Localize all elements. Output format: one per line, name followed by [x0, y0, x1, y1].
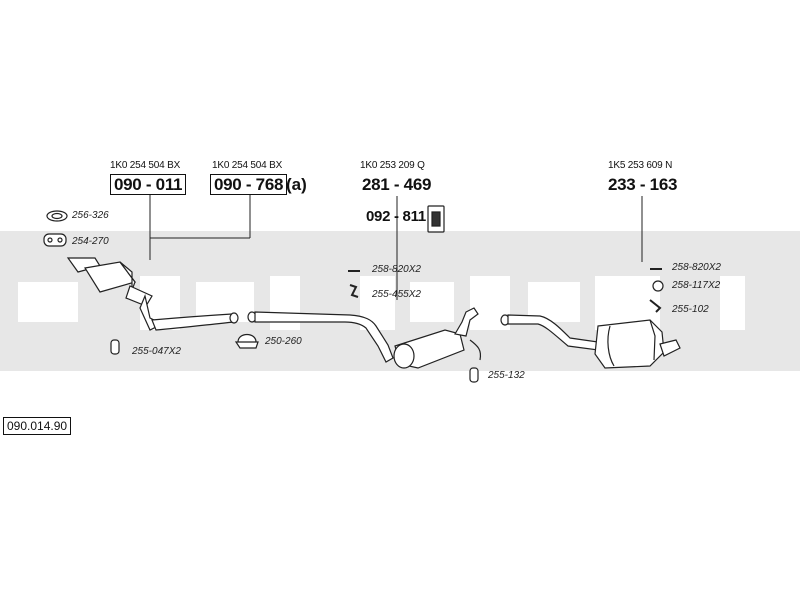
rear-silencer — [594, 319, 681, 369]
rubber-mount-icon — [469, 367, 479, 383]
part-number-rear-silencer[interactable]: 233 - 163 — [608, 175, 678, 194]
oe-number-catalytic-a: 1K0 254 504 BX — [110, 160, 181, 171]
catalytic-converter — [66, 257, 239, 331]
accessory-icons — [43, 205, 664, 383]
accessory-label[interactable]: 254-270 — [72, 236, 109, 247]
accessory-label[interactable]: 256-326 — [72, 210, 109, 221]
pipe-clamp-icon — [234, 333, 259, 349]
clamp-icon — [43, 233, 67, 247]
accessory-label[interactable]: 255-132 — [488, 370, 525, 381]
accessory-label[interactable]: 255-102 — [672, 304, 709, 315]
part-number-middle-silencer[interactable]: 281 - 469 — [362, 175, 432, 194]
ring-icon — [652, 280, 664, 292]
accessory-label[interactable]: 255-047X2 — [132, 346, 181, 357]
part-suffix: (a) — [286, 175, 307, 194]
hanger-icon — [110, 339, 120, 355]
middle-pipe — [247, 311, 394, 363]
part-number-mounting-kit[interactable]: 092 - 811 — [366, 208, 426, 225]
leader-lines — [149, 195, 643, 300]
oe-number-rear-silencer: 1K5 253 609 N — [608, 160, 673, 171]
bracket-icon-2 — [649, 299, 662, 313]
oe-number-middle-silencer: 1K0 253 209 Q — [360, 160, 425, 171]
bracket-icon — [349, 284, 359, 298]
watermark-logo — [0, 231, 800, 371]
middle-silencer — [393, 307, 482, 369]
accessory-label[interactable]: 258-117X2 — [672, 280, 721, 291]
accessory-label[interactable]: 258-820X2 — [372, 264, 421, 275]
accessory-label[interactable]: 255-455X2 — [372, 289, 421, 300]
accessory-label[interactable]: 258-820X2 — [672, 262, 721, 273]
part-number-catalytic-a[interactable]: 090 - 011 — [110, 174, 187, 195]
oe-number-catalytic-b: 1K0 254 504 BX — [212, 160, 283, 171]
diagram-reference: 090.014.90 — [3, 417, 72, 435]
accessory-label[interactable]: 250-260 — [265, 336, 302, 347]
part-number-catalytic-b[interactable]: 090 - 768 — [210, 174, 288, 195]
